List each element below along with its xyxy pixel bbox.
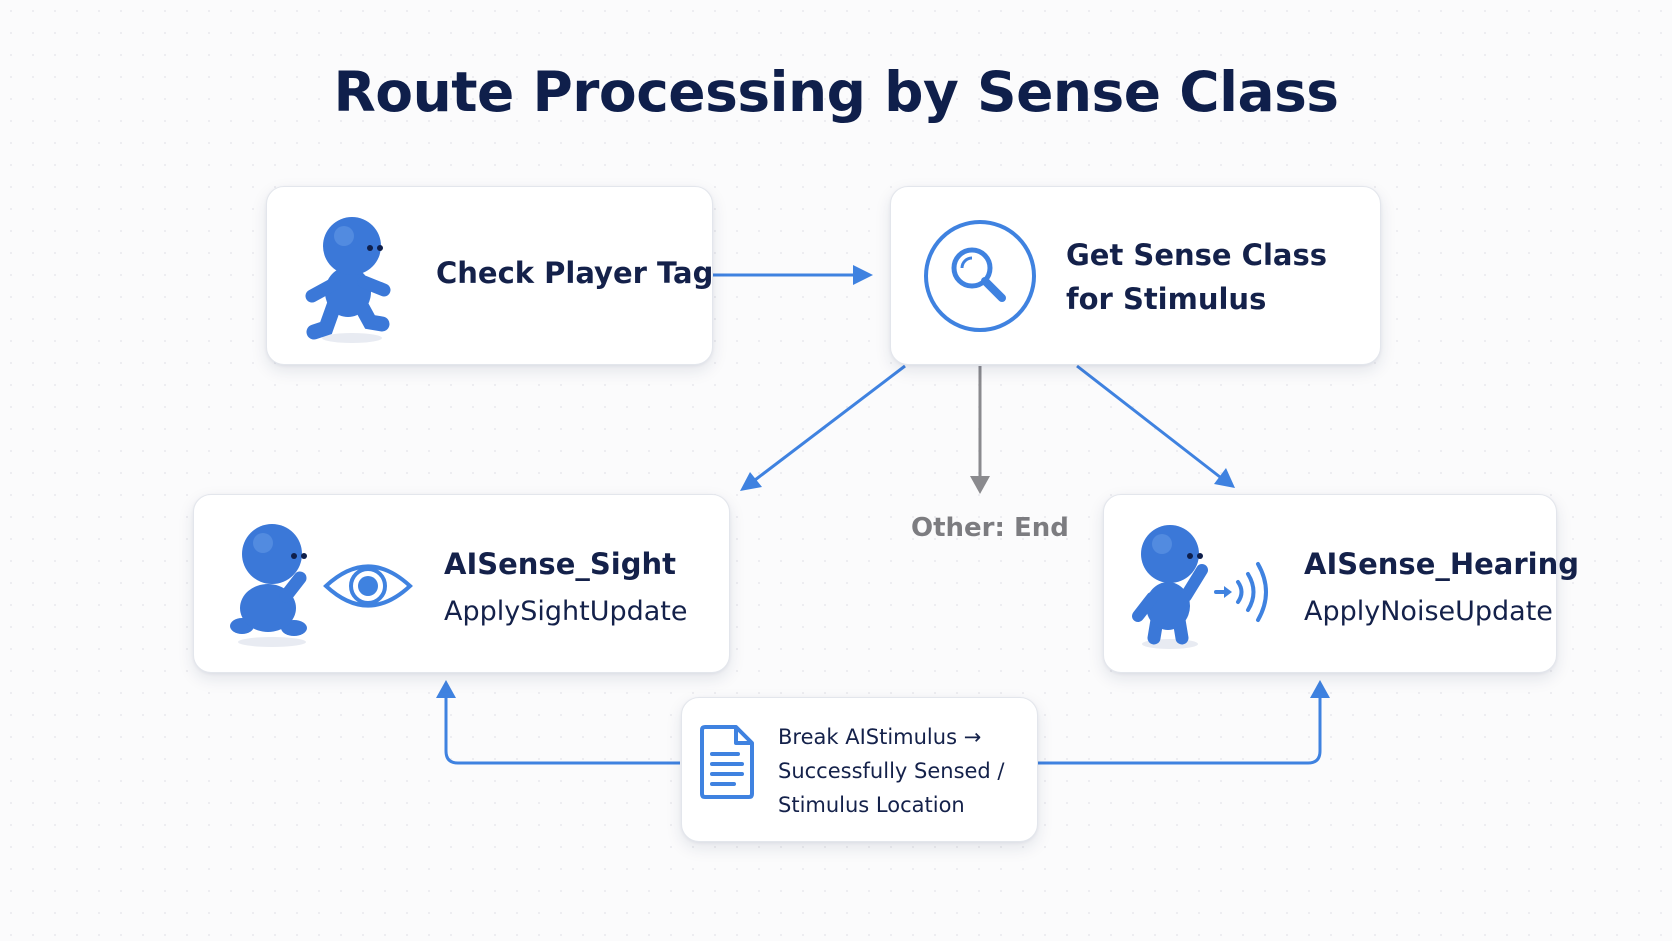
break-aistimulus-line3: Stimulus Location — [778, 793, 965, 817]
aisense-hearing-label: AISense_Hearing — [1304, 547, 1580, 581]
get-sense-class-node — [890, 186, 1381, 365]
magnifier-icon — [924, 220, 1036, 332]
get-sense-class-line1: Get Sense Class — [1066, 238, 1327, 272]
aisense-sight-label: AISense_Sight — [444, 547, 676, 581]
document-icon — [700, 725, 754, 799]
other-end-label: Other: End — [911, 513, 1069, 543]
arrow-to-other — [970, 366, 990, 494]
break-aistimulus-line1: Break AIStimulus → — [778, 725, 982, 749]
break-aistimulus-line2: Successfully Sensed / — [778, 759, 1005, 783]
diagram-title: Route Processing by Sense Class — [333, 60, 1339, 124]
arrow-break-to-hearing — [1037, 680, 1330, 765]
listening-character-icon — [1132, 525, 1208, 649]
looking-character-icon — [230, 524, 307, 647]
apply-sight-update-label: ApplySightUpdate — [444, 596, 688, 627]
check-player-tag-label: Check Player Tag — [436, 256, 714, 290]
arrow-to-hearing — [1076, 364, 1235, 488]
arrow-break-to-sight — [436, 680, 680, 765]
walking-character-icon — [305, 217, 391, 343]
eye-icon — [323, 564, 413, 608]
arrow-check-to-get-sense — [712, 265, 873, 285]
sound-waves-icon — [1214, 562, 1268, 622]
arrow-to-sight — [740, 364, 906, 491]
apply-noise-update-label: ApplyNoiseUpdate — [1304, 596, 1553, 627]
get-sense-class-line2: for Stimulus — [1066, 282, 1267, 316]
